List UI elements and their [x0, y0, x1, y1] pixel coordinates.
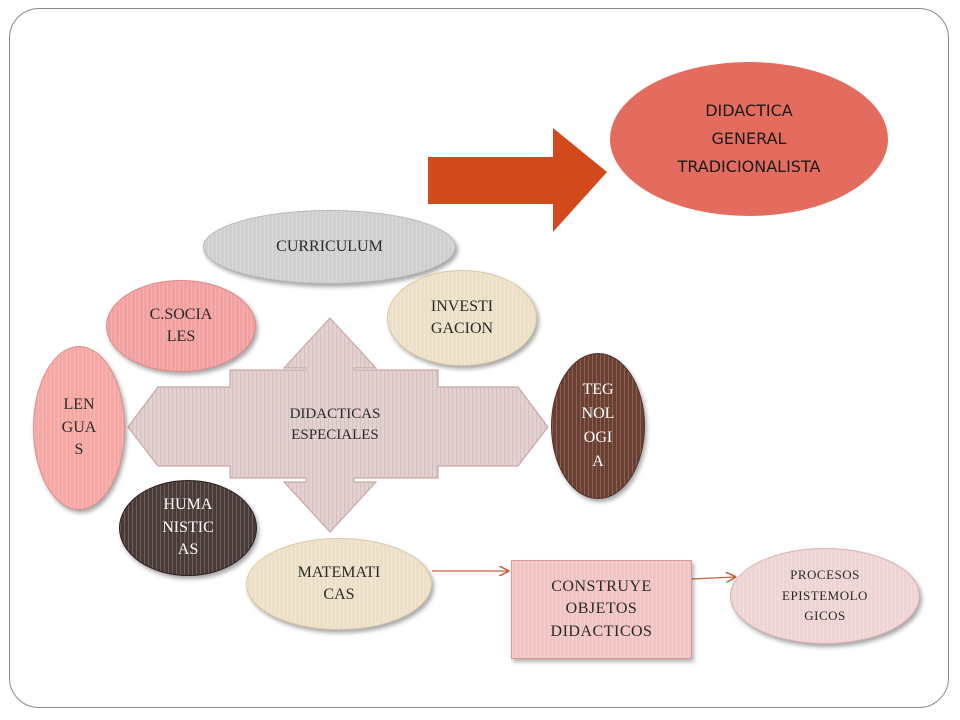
node-curriculum: CURRICULUM: [203, 210, 456, 284]
label-curriculum: CURRICULUM: [276, 237, 383, 255]
label-lenguas: LEN GUA S: [61, 396, 97, 459]
label-tegnologia: TEG NOL OGI A: [581, 381, 615, 470]
node-investigacion: INVESTI GACION: [387, 270, 537, 366]
label-matematicas: MATEMATI CAS: [297, 563, 381, 603]
node-lenguas: LEN GUA S: [33, 346, 125, 510]
label-humanisticas: HUMA NISTIC AS: [162, 496, 214, 559]
node-matematicas: MATEMATI CAS: [246, 538, 432, 630]
node-construye-objetos: CONSTRUYE OBJETOS DIDACTICOS: [511, 560, 692, 659]
label-c-sociales: C.SOCIA LES: [149, 305, 213, 345]
label-procesos-epistemologicos: PROCESOS EPISTEMOLO GICOS: [782, 566, 868, 624]
block-arrow: [428, 128, 607, 232]
node-didacticas-especiales: DIDACTICAS ESPECIALES: [240, 390, 430, 460]
label-didactica-general: DIDACTICA GENERAL TRADICIONALISTA: [677, 101, 821, 176]
node-procesos-epistemologicos: PROCESOS EPISTEMOLO GICOS: [730, 548, 920, 644]
label-construye-objetos: CONSTRUYE OBJETOS DIDACTICOS: [550, 577, 653, 640]
node-humanisticas: HUMA NISTIC AS: [119, 480, 257, 576]
connector-construye-procesos: [691, 577, 735, 579]
node-didactica-general: DIDACTICA GENERAL TRADICIONALISTA: [610, 62, 888, 216]
label-didacticas-especiales: DIDACTICAS ESPECIALES: [289, 406, 381, 443]
cross-arrow: [127, 317, 549, 533]
node-tegnologia: TEG NOL OGI A: [551, 353, 645, 499]
node-c-sociales: C.SOCIA LES: [106, 280, 256, 372]
label-investigacion: INVESTI GACION: [430, 297, 494, 337]
